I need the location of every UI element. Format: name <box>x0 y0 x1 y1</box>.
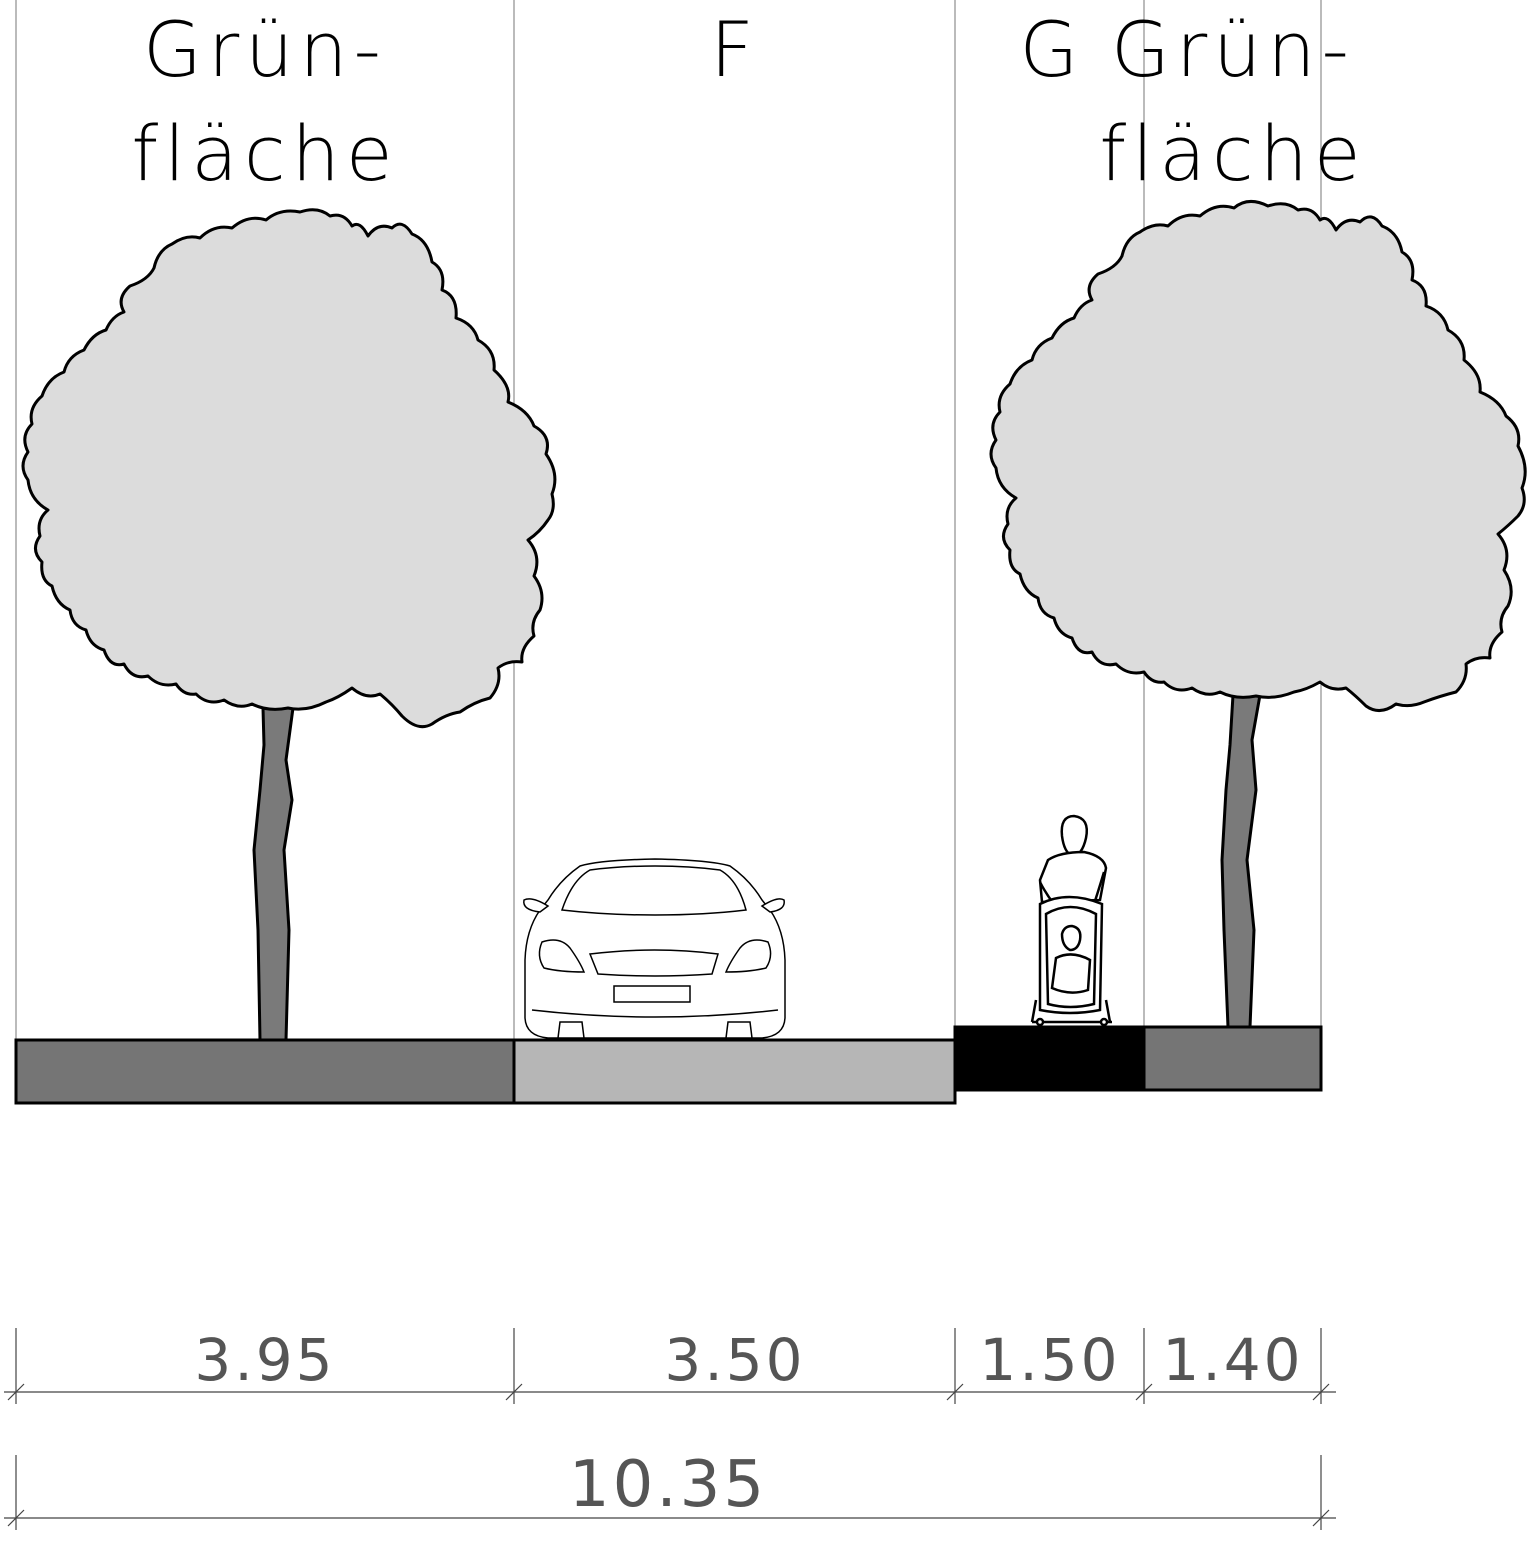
strip-fahrbahn <box>512 1038 957 1105</box>
dimension-gruen-right: 1.40 <box>1162 1326 1303 1394</box>
stroller-frame <box>1030 999 1112 1024</box>
car-headlight-left <box>538 939 586 973</box>
zone-label-gruen-right-2: fläche <box>1099 109 1366 198</box>
car-wheel-right <box>725 1021 753 1039</box>
car-windshield <box>560 865 747 916</box>
tree-left-trunk <box>252 706 295 1042</box>
dimension-gehweg: 1.50 <box>979 1326 1120 1394</box>
tree-right <box>989 200 1527 1029</box>
strip-gruen-right <box>1142 1025 1323 1092</box>
zone-label-gruen-left-1: Grün- <box>143 5 387 94</box>
tree-left <box>21 208 557 1042</box>
car-headlight-right <box>724 939 772 973</box>
segment-dimension-line <box>4 1328 1336 1404</box>
pedestrian-torso <box>1038 850 1108 904</box>
dimension-gruen-left: 3.95 <box>194 1326 335 1394</box>
dimension-total: 10.35 <box>569 1448 767 1522</box>
stroller-wheel-right <box>1099 1017 1109 1027</box>
car-plate <box>613 985 691 1003</box>
pedestrian-with-stroller-icon <box>1030 814 1112 1027</box>
zone-label-gruen-right-1: Grün- <box>1111 5 1355 94</box>
tree-right-trunk <box>1220 693 1262 1029</box>
dimension-fahrbahn: 3.50 <box>664 1326 805 1394</box>
baby-head <box>1060 924 1082 952</box>
car-mirror-right <box>760 898 785 913</box>
car-icon <box>523 858 786 1039</box>
zone-label-gehweg: G <box>1020 5 1085 94</box>
stroller-wheel-left <box>1035 1017 1045 1027</box>
zone-label-fahrbahn: F <box>710 5 760 94</box>
car-grille <box>588 949 719 977</box>
zone-label-gruen-left-2: fläche <box>131 109 398 198</box>
total-dimension-line <box>4 1455 1336 1530</box>
baby-body <box>1050 953 1092 994</box>
strip-gehweg <box>953 1025 1146 1092</box>
tree-right-crown <box>989 200 1527 712</box>
ground-strips <box>14 1025 1323 1105</box>
strip-gruen-left <box>14 1038 516 1105</box>
tree-left-crown <box>21 208 557 729</box>
car-bumper <box>531 1009 779 1018</box>
car-mirror-left <box>523 898 550 913</box>
pedestrian-head <box>1060 814 1088 858</box>
car-wheel-left <box>557 1021 585 1039</box>
